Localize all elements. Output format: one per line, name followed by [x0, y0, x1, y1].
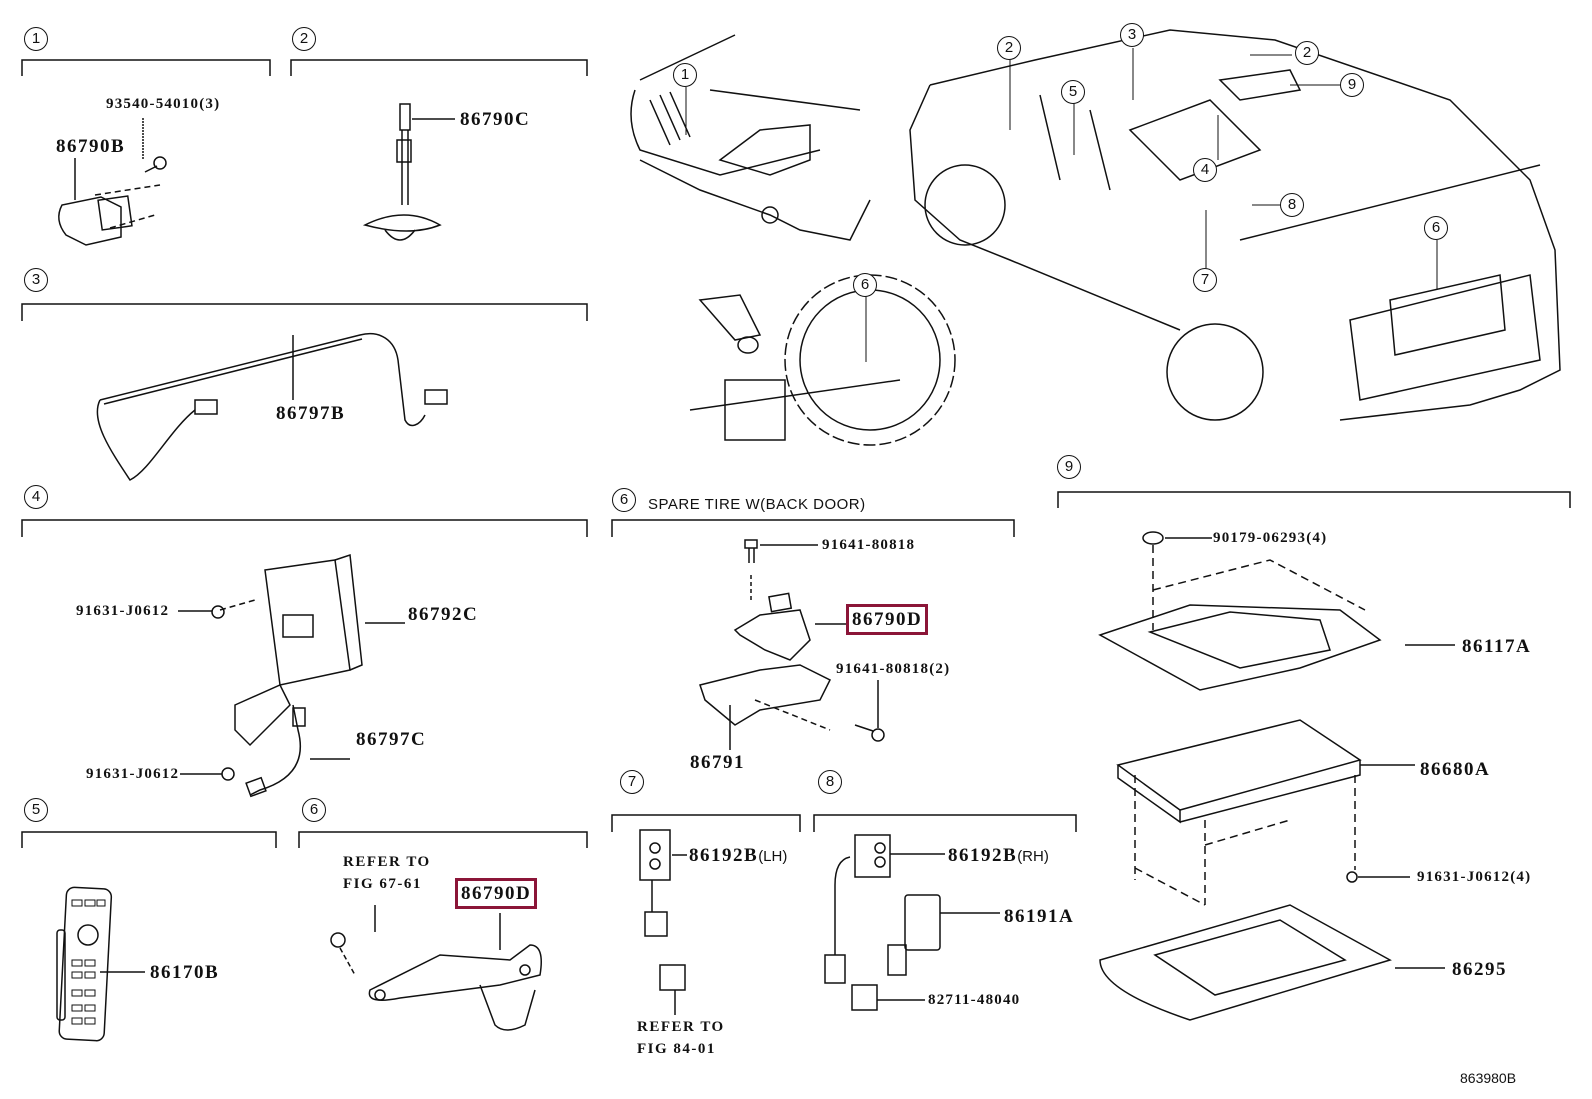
- vehicle-callout-6-rear[interactable]: 6: [1424, 216, 1448, 240]
- remote-86170B-drawing: [56, 886, 145, 1042]
- switch-86192B-RH-drawing: [824, 834, 1000, 1011]
- part-label-86790D-highlighted-a[interactable]: 86790D: [454, 878, 538, 909]
- vehicle-callout-9[interactable]: 9: [1340, 73, 1364, 97]
- group-number-1: 1: [24, 27, 48, 51]
- refer-line-2[interactable]: FIG 67-61: [343, 876, 422, 892]
- vehicle-callout-4[interactable]: 4: [1193, 158, 1217, 182]
- bracket-4: [21, 519, 588, 537]
- part-label-82711-48040[interactable]: 82711-48040: [928, 992, 1021, 1008]
- vehicle-callout-7[interactable]: 7: [1193, 268, 1217, 292]
- module-86792C-drawing: [178, 553, 405, 798]
- part-label-91631-J0612-lower[interactable]: 91631-J0612: [86, 766, 180, 782]
- part-label-93540-54010[interactable]: 93540-54010(3): [106, 96, 221, 112]
- switch-86192B-LH-drawing: [639, 829, 687, 1015]
- bracket-5: [21, 831, 277, 848]
- camera-86790B-drawing: [58, 118, 167, 246]
- part-label-86797B[interactable]: 86797B: [276, 403, 346, 424]
- part-label-86192B-LH[interactable]: 86192B(LH): [689, 846, 787, 865]
- refer-line-1: REFER TO: [637, 1019, 725, 1035]
- side-suffix: (LH): [758, 848, 788, 865]
- part-label-90179-06293[interactable]: 90179-06293(4): [1213, 530, 1328, 546]
- part-label-86170B[interactable]: 86170B: [150, 962, 220, 983]
- refer-note-67-61: REFER TO FIG 67-61: [343, 851, 431, 895]
- group-number-9: 9: [1057, 455, 1081, 479]
- refer-line-2[interactable]: FIG 84-01: [637, 1041, 716, 1057]
- part-label-86792C[interactable]: 86792C: [408, 604, 479, 625]
- bracket-3: [21, 303, 588, 321]
- part-number: 86192B: [948, 845, 1018, 866]
- vehicle-callout-3[interactable]: 3: [1120, 23, 1144, 47]
- bracket-6b: [611, 519, 1015, 537]
- vehicle-callout-1[interactable]: 1: [673, 63, 697, 87]
- part-label-86790B[interactable]: 86790B: [56, 136, 126, 157]
- display-assembly-drawing: [1098, 531, 1455, 1021]
- group-number-8: 8: [818, 770, 842, 794]
- refer-note-84-01: REFER TO FIG 84-01: [637, 1016, 725, 1060]
- vehicle-callout-6-spare[interactable]: 6: [853, 273, 877, 297]
- vehicle-suv-drawing: [909, 29, 1561, 421]
- part-label-91631-J0612-upper[interactable]: 91631-J0612: [76, 603, 170, 619]
- vehicle-front-drawing: [630, 34, 871, 241]
- bracket-2: [290, 59, 588, 76]
- bracket-8: [813, 814, 1077, 832]
- group-number-6b: 6: [612, 488, 636, 512]
- part-label-86191A[interactable]: 86191A: [1004, 906, 1075, 927]
- part-label-86117A[interactable]: 86117A: [1462, 636, 1532, 657]
- part-number: 86192B: [689, 845, 759, 866]
- vehicle-callout-8[interactable]: 8: [1280, 193, 1304, 217]
- group-number-6a: 6: [302, 798, 326, 822]
- bracket-7: [611, 814, 801, 832]
- part-label-86790C[interactable]: 86790C: [460, 109, 531, 130]
- part-label-86790D-highlighted-b[interactable]: 86790D: [845, 604, 929, 635]
- group-title-spare-tire: SPARE TIRE W(BACK DOOR): [648, 496, 866, 513]
- bracket-1: [21, 59, 271, 76]
- group-brackets: [21, 59, 1571, 848]
- vehicle-spare-tire-drawing: [689, 274, 956, 446]
- vehicle-callout-2-left[interactable]: 2: [997, 36, 1021, 60]
- group-number-3: 3: [24, 268, 48, 292]
- bracket-9: [1057, 491, 1571, 508]
- callout-leaders: [685, 48, 1438, 362]
- side-suffix: (RH): [1017, 848, 1049, 865]
- part-label-86680A[interactable]: 86680A: [1420, 759, 1491, 780]
- camera-86790D-drawing-b: [699, 539, 885, 750]
- group-number-7: 7: [620, 770, 644, 794]
- group-number-2: 2: [292, 27, 316, 51]
- bracket-6a: [298, 831, 588, 848]
- part-label-86797C[interactable]: 86797C: [356, 729, 427, 750]
- cable-86797B-drawing: [96, 333, 448, 481]
- part-label-91641-80818[interactable]: 91641-80818: [822, 537, 916, 553]
- refer-line-1: REFER TO: [343, 854, 431, 870]
- camera-86790C-drawing: [362, 103, 455, 241]
- group-number-5: 5: [24, 798, 48, 822]
- vehicle-callout-2-right[interactable]: 2: [1295, 41, 1319, 65]
- part-label-86192B-RH[interactable]: 86192B(RH): [948, 846, 1049, 865]
- group-number-4: 4: [24, 485, 48, 509]
- part-label-91631-J0612-4[interactable]: 91631-J0612(4): [1417, 869, 1532, 885]
- part-label-91641-80818-2[interactable]: 91641-80818(2): [836, 661, 951, 677]
- figure-id: 863980B: [1460, 1070, 1517, 1086]
- part-label-86295[interactable]: 86295: [1452, 959, 1507, 980]
- vehicle-callout-5[interactable]: 5: [1061, 80, 1085, 104]
- part-label-86791[interactable]: 86791: [690, 752, 745, 773]
- camera-86790D-drawing-a: [330, 905, 542, 1031]
